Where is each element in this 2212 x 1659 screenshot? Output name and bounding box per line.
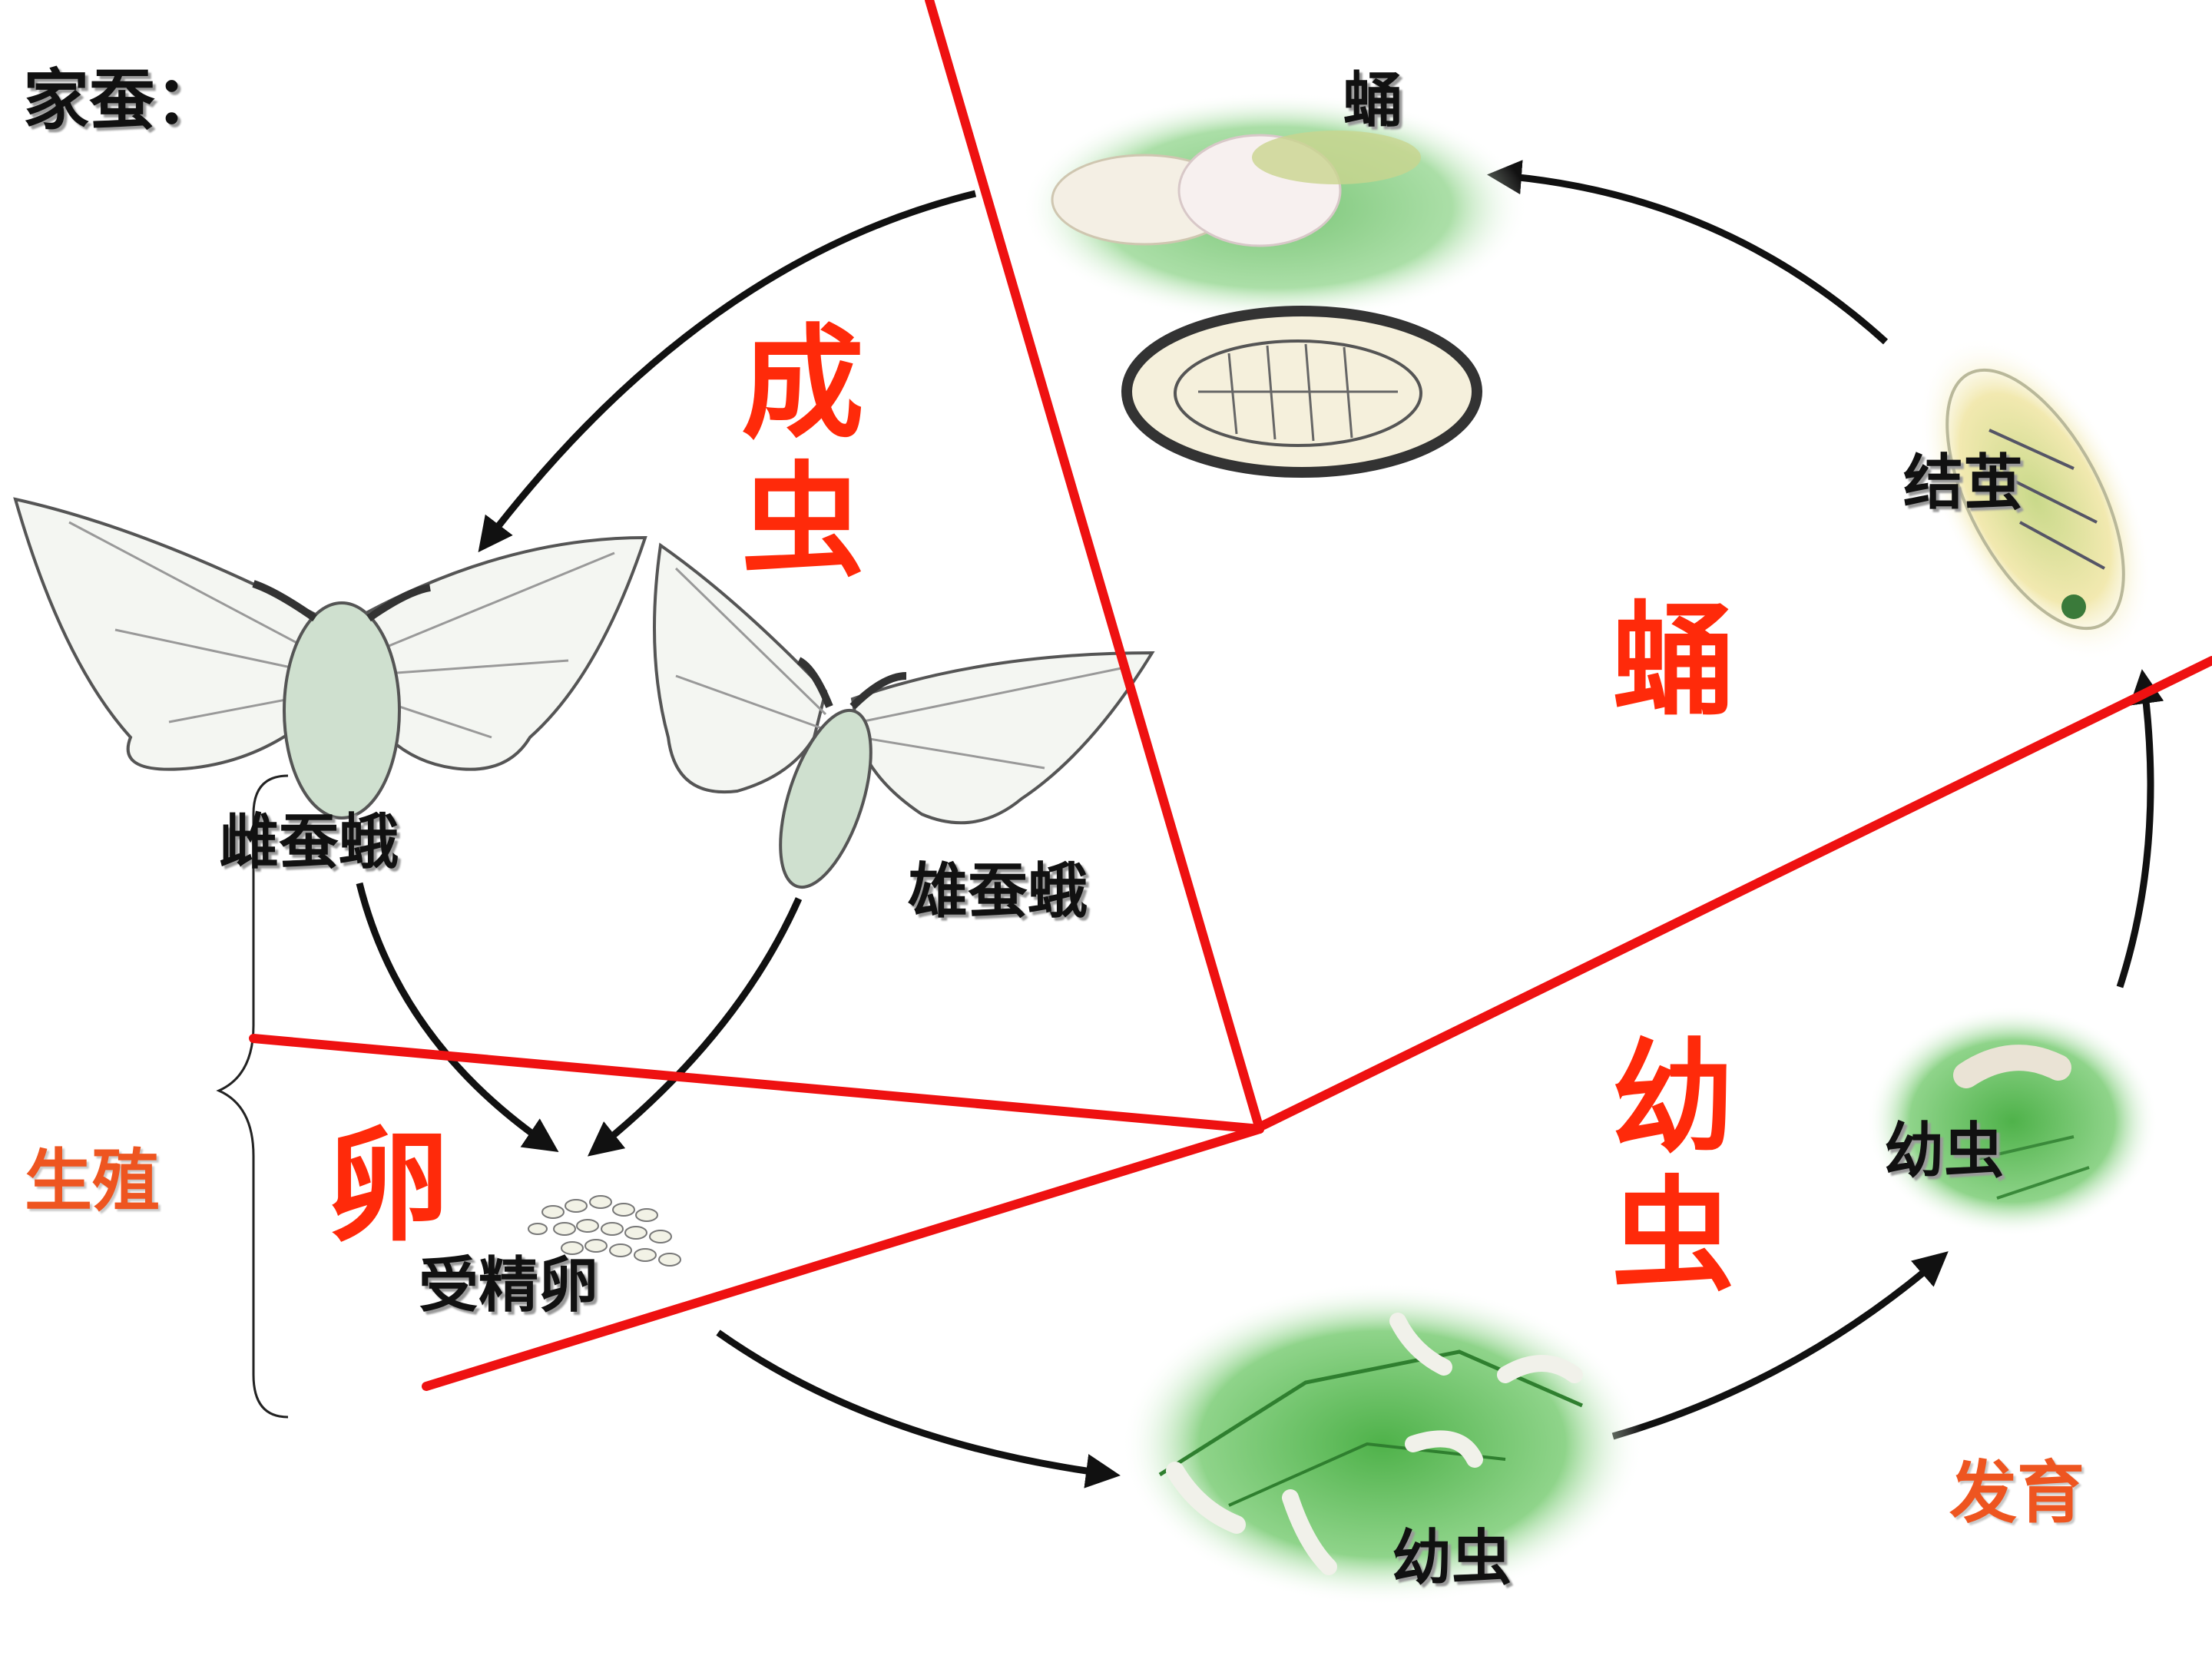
arrow-larva-to-cocoon bbox=[2116, 669, 2164, 988]
arrow-male-to-egg bbox=[587, 897, 803, 1157]
label-reproduction: 生殖 bbox=[25, 1141, 161, 1220]
arrow-adult-to-pupa-side bbox=[478, 190, 977, 553]
label-development: 发育 bbox=[1949, 1453, 2085, 1532]
fertilized-eggs-illustration bbox=[528, 1195, 681, 1267]
label-larva-right: 幼虫 bbox=[1884, 1117, 2005, 1186]
label-female-moth: 雌蚕蛾 bbox=[219, 808, 399, 877]
label-cocoon-spinning: 结茧 bbox=[1903, 449, 2024, 518]
page-title: 家蚕： bbox=[23, 62, 221, 139]
larva-leaf-bottom-illustration bbox=[1121, 1283, 1644, 1605]
stage-label-larva: 幼虫 bbox=[1611, 1026, 1735, 1308]
label-fertilized-egg: 受精卵 bbox=[419, 1251, 599, 1320]
divider-adult-egg bbox=[249, 1034, 1264, 1134]
label-larva-bottom: 幼虫 bbox=[1392, 1524, 1512, 1593]
cocoon-spinning-illustration bbox=[1919, 337, 2152, 661]
arrow-larva-to-larva bbox=[1611, 1251, 1949, 1440]
male-moth-illustration bbox=[653, 542, 1155, 889]
divider-adult-pupa bbox=[925, 0, 1264, 1134]
stage-label-pupa: 蛹 bbox=[1611, 588, 1735, 732]
arrow-cocoon-to-pupa bbox=[1487, 160, 1889, 345]
divider-egg-larva bbox=[422, 1124, 1264, 1391]
stage-label-adult: 成虫 bbox=[741, 312, 865, 594]
arrow-egg-to-larva bbox=[716, 1330, 1121, 1488]
arrow-female-to-egg bbox=[356, 882, 559, 1153]
label-pupa: 蛹 bbox=[1343, 66, 1403, 135]
female-moth-illustration bbox=[13, 497, 647, 820]
reproduction-bracket bbox=[216, 774, 289, 1419]
label-male-moth: 雄蚕蛾 bbox=[908, 857, 1088, 926]
larva-leaf-right-illustration bbox=[1866, 1006, 2158, 1237]
stage-dividers bbox=[249, 0, 2212, 1391]
pupa-illustration bbox=[1022, 92, 1528, 478]
stage-label-egg: 卵 bbox=[326, 1114, 450, 1258]
divider-pupa-larva bbox=[1259, 656, 2212, 1130]
